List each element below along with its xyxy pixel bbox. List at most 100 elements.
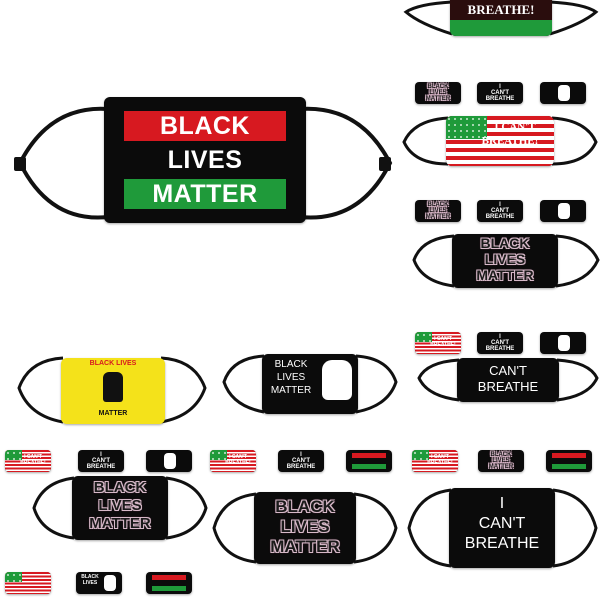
line-matter: MATTER bbox=[152, 179, 258, 208]
flag-canton bbox=[210, 450, 228, 461]
mini-blm-color-mask bbox=[346, 450, 392, 472]
mask-body: I CAN'T BREATHE bbox=[449, 488, 555, 568]
mini-flag-mask bbox=[5, 572, 51, 594]
mini-icb-l2: CAN'T bbox=[291, 458, 311, 464]
mini-icb-l3: BREATHE bbox=[485, 346, 515, 352]
mini-row-5: BLACK LIVES bbox=[0, 570, 200, 596]
mini-flag-l2: BREATHE! bbox=[427, 460, 453, 466]
mask-body: BLACK LIVES MATTER bbox=[104, 97, 306, 223]
ear-loops bbox=[222, 354, 398, 414]
mini-flag-l2: BREATHE! bbox=[430, 342, 456, 348]
fist-icon bbox=[558, 85, 570, 101]
outline-blm-mask-right: BLACK LIVES MATTER bbox=[410, 232, 600, 292]
ear-loops bbox=[412, 234, 600, 288]
mask-body: BLACK LIVES MATTER bbox=[262, 354, 358, 414]
cant-breathe-mask-big: I CAN'T BREATHE bbox=[405, 484, 600, 572]
outline-blm-mask-center: BLACK LIVES MATTER bbox=[210, 488, 400, 568]
dark-stripe bbox=[450, 0, 552, 20]
mini-blm-mask: BLACK LIVES MATTER bbox=[478, 450, 524, 472]
fist-icon bbox=[104, 575, 116, 591]
ear-loops bbox=[402, 116, 598, 166]
fist-icon bbox=[558, 335, 570, 351]
red-stripe bbox=[552, 453, 586, 458]
blm-line2: LIVES bbox=[98, 497, 142, 514]
yellow-top-text: BLACK LIVES bbox=[89, 360, 137, 367]
mask-body: I CAN'T BREATHE! bbox=[446, 116, 554, 166]
green-stripe bbox=[552, 464, 586, 469]
mask-body: BREATHE! bbox=[450, 0, 552, 36]
mini-icb-mask: I CAN'T BREATHE bbox=[477, 82, 523, 104]
yellow-bottom-text: MATTER bbox=[98, 410, 128, 417]
mini-blm-l1: BLACK bbox=[427, 202, 449, 208]
cb-line1: CAN'T bbox=[489, 363, 527, 378]
line-black: BLACK bbox=[160, 111, 250, 140]
mini-icb-l1: I bbox=[499, 84, 501, 90]
fist-blm-l2: LIVES bbox=[276, 372, 306, 383]
mini-flag-mask: I CAN'T BREATHE! bbox=[412, 450, 458, 472]
blm-line1: BLACK bbox=[275, 497, 335, 516]
mini-icb-l2: CAN'T bbox=[490, 90, 510, 96]
mask-body: BLACK LIVES MATTER bbox=[72, 476, 168, 540]
flag-canton bbox=[5, 450, 23, 461]
yellow-fist-mask: BLACK LIVES MATTER bbox=[15, 352, 210, 428]
blm-line3: MATTER bbox=[89, 515, 151, 532]
mini-blm-color-mask bbox=[546, 450, 592, 472]
mini-icb-mask: I CAN'T BREATHE bbox=[477, 200, 523, 222]
mini-blm-l3: MATTER bbox=[425, 214, 451, 220]
blm-line2: LIVES bbox=[484, 251, 526, 267]
mini-flag-l2: BREATHE! bbox=[20, 460, 46, 466]
mini-fist-mask bbox=[146, 450, 192, 472]
mini-fist-mask bbox=[540, 200, 586, 222]
ear-loops bbox=[17, 356, 207, 424]
flag-line1: I CAN'T bbox=[494, 121, 536, 133]
blm-fist-mask: BLACK LIVES MATTER bbox=[220, 352, 400, 416]
ear-loops bbox=[417, 358, 599, 402]
mini-blm-mask: BLACK LIVES MATTER bbox=[415, 200, 461, 222]
mini-fist-mask bbox=[540, 332, 586, 354]
mini-icb-l2: CAN'T bbox=[490, 208, 510, 214]
red-stripe bbox=[152, 575, 186, 580]
green-stripe bbox=[352, 464, 386, 469]
blm-line1: BLACK bbox=[480, 235, 530, 251]
mini-flag-l1: I CAN'T bbox=[431, 454, 449, 460]
ear-loops bbox=[32, 476, 208, 540]
main-blm-mask: BLACK LIVES MATTER bbox=[10, 85, 395, 235]
mini-blm-l1: BLACK bbox=[427, 84, 449, 90]
mask-body: BLACK LIVES MATTER bbox=[452, 234, 558, 288]
mini-flag-mask: I CAN'T BREATHE! bbox=[415, 332, 461, 354]
mini-blm-color-mask bbox=[146, 572, 192, 594]
flag-mask: I CAN'T BREATHE! bbox=[400, 112, 600, 170]
mini-icb-l1: I bbox=[499, 334, 501, 340]
blm-line1: BLACK bbox=[93, 479, 147, 496]
outline-blm-mask-left: BLACK LIVES MATTER bbox=[30, 474, 210, 542]
mask-body: BLACK LIVES MATTER bbox=[254, 492, 356, 564]
mini-icb-l3: BREATHE bbox=[286, 464, 316, 470]
mask-body: BLACK LIVES MATTER bbox=[61, 358, 165, 424]
mini-blm-l1: BLACK bbox=[81, 574, 99, 580]
mini-icb-l2: CAN'T bbox=[490, 340, 510, 346]
fist-icon bbox=[164, 453, 176, 469]
green-stripe bbox=[152, 586, 186, 591]
mini-row-4: I CAN'T BREATHE! I CAN'T BREATHE I CAN'T… bbox=[0, 448, 600, 474]
mini-icb-mask: I CAN'T BREATHE bbox=[278, 450, 324, 472]
mini-blm-l2: LIVES bbox=[82, 580, 98, 586]
mini-flag-l1: I CAN'T bbox=[229, 454, 247, 460]
ear-loops bbox=[403, 0, 599, 36]
icb-line3: BREATHE bbox=[464, 535, 540, 552]
mini-flag-l1: I CAN'T bbox=[434, 336, 452, 342]
mask-body: CAN'T BREATHE bbox=[457, 358, 559, 402]
mini-icb-l1: I bbox=[100, 452, 102, 458]
cb-line2: BREATHE bbox=[477, 379, 539, 394]
mini-icb-mask: I CAN'T BREATHE bbox=[477, 332, 523, 354]
flag-canton bbox=[412, 450, 430, 461]
fist-blm-l3: MATTER bbox=[270, 385, 312, 396]
mini-icb-l3: BREATHE bbox=[485, 96, 515, 102]
red-stripe bbox=[352, 453, 386, 458]
green-stripe bbox=[450, 20, 552, 36]
mini-icb-l1: I bbox=[499, 202, 501, 208]
ear-loops bbox=[212, 492, 398, 564]
black-band: BLACK bbox=[124, 111, 286, 141]
ear-loops bbox=[14, 106, 393, 220]
mini-blm-l3: MATTER bbox=[488, 464, 514, 470]
top-right-mask: BREATHE! bbox=[400, 0, 600, 42]
